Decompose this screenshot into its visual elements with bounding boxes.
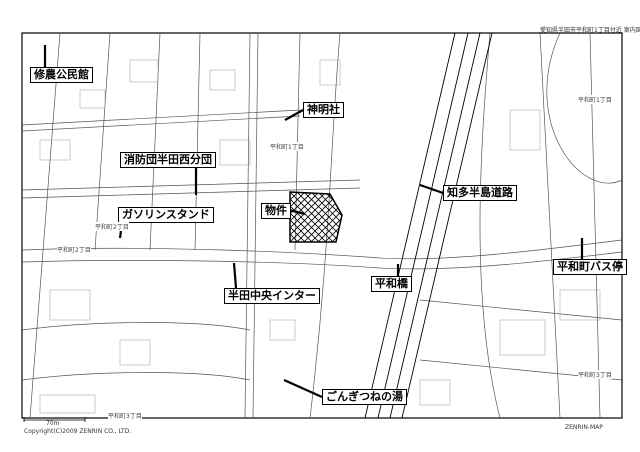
- streets: [21, 32, 623, 419]
- header-note: 愛知県半田市平和町1丁目付近 案内図: [540, 27, 640, 34]
- scale-label: 70m: [46, 420, 60, 427]
- label-community-hall[interactable]: 修農公民館: [30, 67, 93, 83]
- district-label: 平和町2丁目: [57, 245, 91, 254]
- expressway: [364, 32, 493, 419]
- label-pointers: [43, 45, 584, 399]
- map-code: ZENRIN-MAP: [565, 424, 603, 431]
- label-gas-station[interactable]: ガソリンスタンド: [118, 207, 214, 223]
- scale-bar: [23, 417, 86, 422]
- label-property[interactable]: 物件: [261, 203, 291, 219]
- label-expressway[interactable]: 知多半島道路: [443, 185, 517, 201]
- label-fire-brigade[interactable]: 消防団半田西分団: [120, 152, 216, 168]
- district-label: 平和町2丁目: [95, 222, 129, 231]
- label-bridge[interactable]: 平和橋: [371, 276, 412, 292]
- label-shrine[interactable]: 神明社: [303, 102, 344, 118]
- district-label: 平和町3丁目: [108, 411, 142, 420]
- district-label: 平和町3丁目: [578, 370, 612, 379]
- copyright: Copyright(C)2009 ZENRIN CO., LTD.: [24, 428, 132, 435]
- district-label: 平和町1丁目: [270, 142, 304, 151]
- buildings: [39, 59, 601, 414]
- label-interchange[interactable]: 半田中央インター: [224, 288, 320, 304]
- district-label: 平和町1丁目: [578, 95, 612, 104]
- property-parcel[interactable]: [289, 191, 343, 243]
- label-onsen[interactable]: ごんぎつねの湯: [322, 389, 407, 405]
- label-bus-stop[interactable]: 平和町バス停: [553, 259, 627, 275]
